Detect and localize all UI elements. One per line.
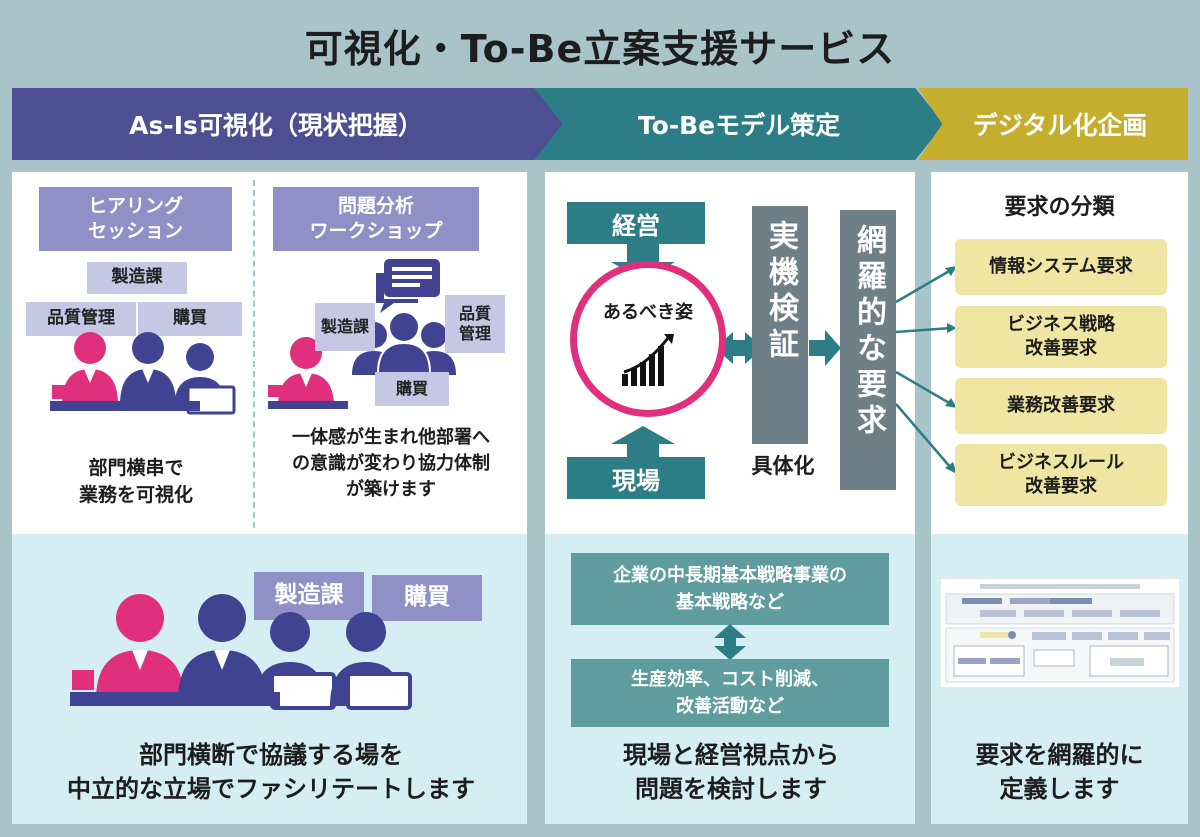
management-tag: 経営 [567, 202, 705, 244]
digital-bottom-description: 要求を網羅的に 定義します [931, 738, 1188, 806]
strategy-box: 企業の中長期基本戦略事業の基本戦略など [571, 553, 889, 625]
asis-bottom-description: 部門横断で協議する場を 中立的な立場でファシリテートします [26, 738, 516, 806]
requirement-info-system: 情報システム要求 [955, 239, 1167, 295]
chat-bubbles-icon [376, 259, 440, 313]
page-title: 可視化・To-Be立案支援サービス [304, 27, 896, 71]
workshop-illustration [268, 259, 456, 409]
req-4-line1: ビジネスルール [998, 451, 1124, 473]
dept-tag-quality: 品質管理 [26, 302, 136, 336]
ideal-state-circle [570, 261, 726, 417]
req-3-line1: 業務改善要求 [1007, 394, 1115, 416]
requirement-business-strategy: ビジネス戦略改善要求 [955, 306, 1167, 368]
workshop-tag: 問題分析ワークショップ [273, 187, 479, 251]
digital-bottom-desc-line2: 定義します [999, 775, 1120, 804]
field-goals-line1: 生産効率、コスト削減、 [631, 669, 829, 690]
workshop-tag-line1: 問題分析 [337, 195, 414, 218]
hearing-desc-line2: 業務を可視化 [78, 483, 193, 506]
hearing-desc-line1: 部門横串で [88, 457, 184, 479]
phase-asis-label: As-Is可視化（現状把握） [129, 111, 423, 140]
comprehensive-label: 網羅的な要求 [851, 224, 886, 440]
phase-tobe-banner: To-Beモデル策定 [534, 88, 944, 160]
requirements-fan-arrows [895, 266, 957, 474]
verification-label: 実機検証 [763, 220, 798, 364]
field-tag: 現場 [567, 457, 705, 499]
hearing-tag-line1: ヒアリング [87, 195, 183, 218]
tobe-bottom-desc-line1: 現場と経営視点から [623, 741, 839, 769]
workshop-desc-line1: 一体感が生まれ他部署へ [292, 427, 490, 448]
req-2-line1: ビジネス戦略 [1007, 313, 1115, 335]
hearing-description: 部門横串で 業務を可視化 [26, 455, 246, 508]
tobe-bottom-description: 現場と経営視点から 問題を検討します [556, 738, 906, 806]
digital-bottom-desc-line1: 要求を網羅的に [975, 741, 1144, 769]
workshop-tag-line2: ワークショップ [309, 220, 443, 242]
vertical-double-arrow-icon [714, 624, 746, 660]
dept-tag-purchasing: 購買 [138, 302, 242, 336]
strategy-line1: 企業の中長期基本戦略事業の [613, 565, 847, 586]
hearing-tag-line2: セッション [87, 220, 183, 242]
growth-chart-icon [622, 334, 674, 386]
workshop-desc-line3: が築けます [346, 479, 436, 501]
workshop-desc-line2: の意識が変わり協力体制 [292, 453, 490, 475]
verification-box: 実機検証 [752, 206, 808, 444]
ws-dept-manufacturing: 製造課 [315, 303, 375, 351]
field-goals-box: 生産効率、コスト削減、改善活動など [571, 659, 889, 727]
requirement-business-improvement: 業務改善要求 [955, 378, 1167, 434]
bottom-dept-manufacturing: 製造課 [254, 572, 364, 620]
ws-dept-quality-line1: 品質 [458, 304, 491, 323]
asis-bottom-desc-line1: 部門横断で協議する場を [139, 741, 403, 769]
field-goals-line2: 改善活動など [676, 696, 784, 717]
concretize-label: 具体化 [751, 454, 815, 478]
phase-digital-banner: デジタル化企画 [918, 88, 1188, 160]
req-2-line2: 改善要求 [1025, 338, 1097, 359]
req-1-line1: 情報システム要求 [989, 255, 1133, 277]
workshop-description: 一体感が生まれ他部署へ の意識が変わり協力体制 が築けます [260, 425, 522, 503]
hearing-session-tag: ヒアリングセッション [39, 187, 232, 251]
tobe-bottom-desc-line2: 問題を検討します [635, 775, 827, 804]
bottom-dept-purchasing: 購買 [372, 575, 482, 621]
hearing-meeting-illustration [50, 332, 236, 415]
ws-dept-quality-line2: 管理 [458, 324, 491, 343]
dept-tag-manufacturing: 製造課 [87, 262, 187, 294]
ideal-state-label: あるべき姿 [603, 302, 693, 323]
ws-dept-purchasing: 購買 [375, 372, 449, 406]
requirements-map-thumbnail [940, 578, 1180, 688]
strategy-line2: 基本戦略など [676, 592, 784, 613]
asis-bottom-desc-line2: 中立的な立場でファシリテートします [67, 775, 475, 804]
phase-tobe-label: To-Beモデル策定 [637, 111, 841, 140]
section-divider [253, 180, 255, 528]
phase-digital-label: デジタル化企画 [972, 111, 1148, 140]
ws-dept-quality: 品質管理 [445, 295, 505, 353]
classification-heading: 要求の分類 [1004, 195, 1115, 220]
bottom-meeting-illustration [70, 594, 412, 710]
req-4-line2: 改善要求 [1025, 476, 1097, 497]
comprehensive-requirements-box: 網羅的な要求 [840, 210, 896, 490]
requirement-business-rule: ビジネスルール改善要求 [955, 444, 1167, 506]
phase-asis-banner: As-Is可視化（現状把握） [12, 88, 564, 160]
